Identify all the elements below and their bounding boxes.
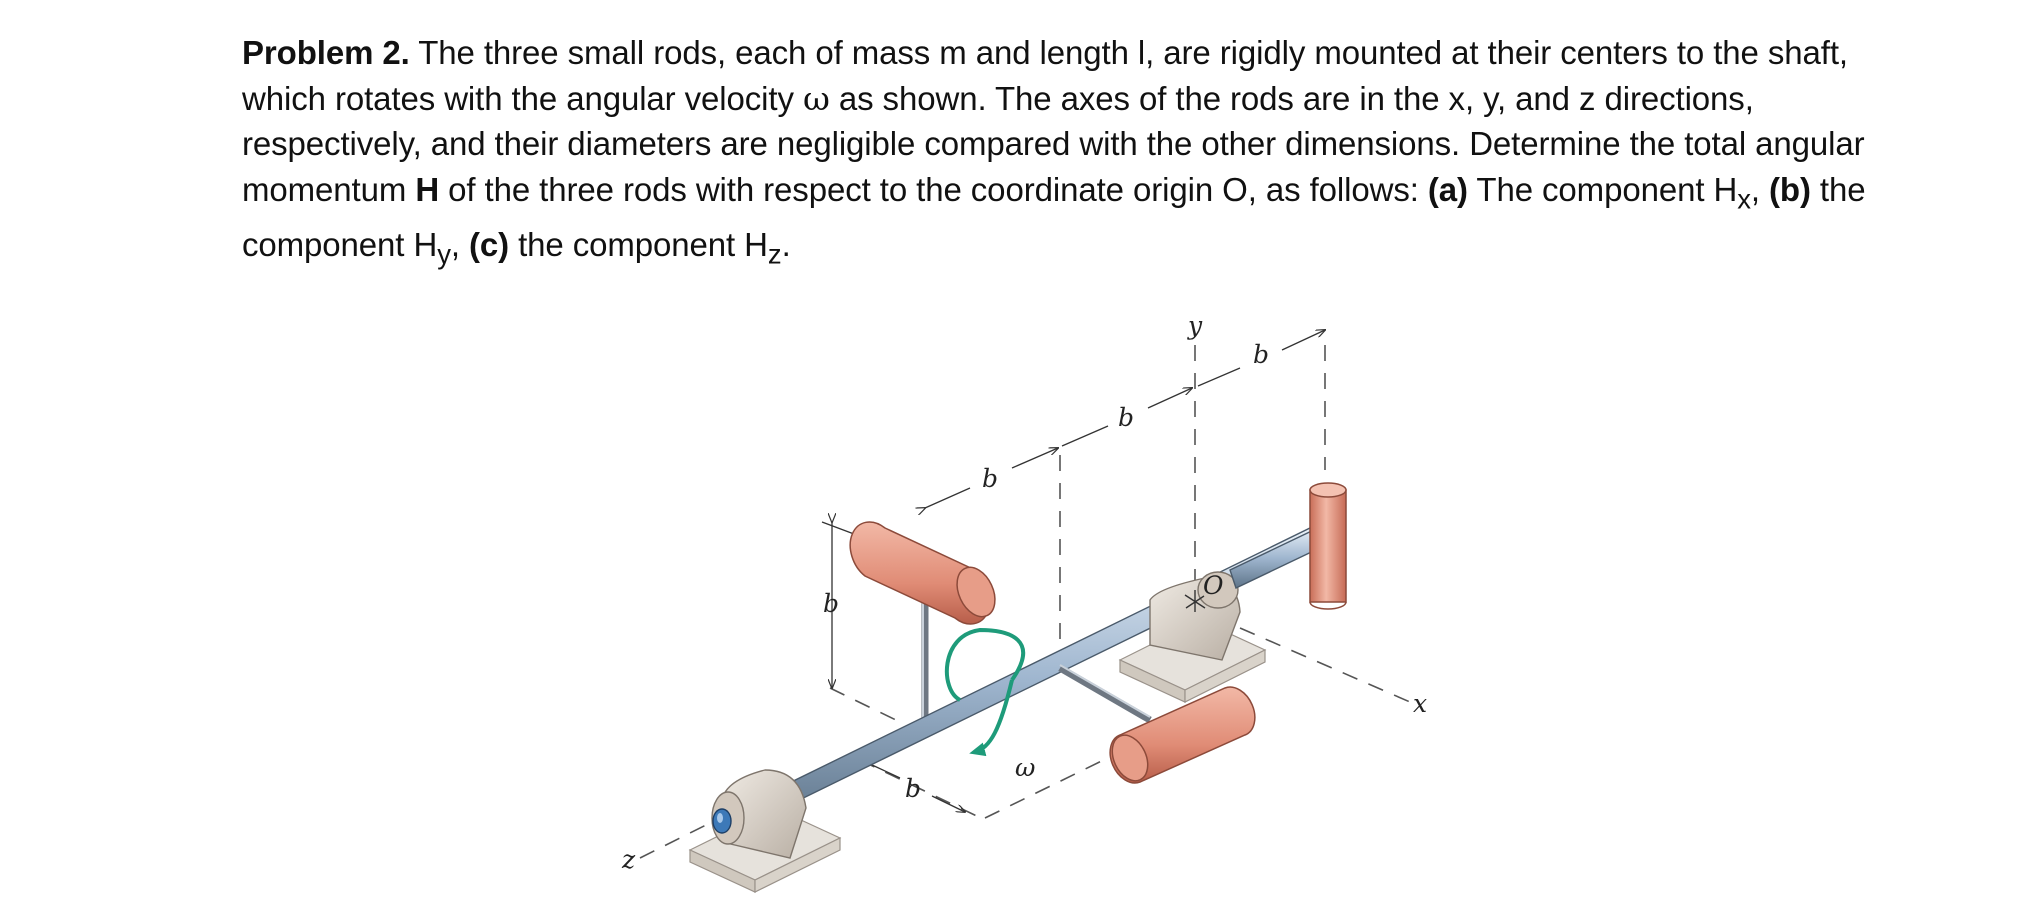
problem-text-part-1: The three small rods, each of mass m and… <box>242 34 1848 117</box>
rod-x-end <box>956 566 996 618</box>
right-bearing <box>1149 571 1241 661</box>
rod-y <box>1309 482 1347 610</box>
rotation-arrow <box>945 627 1026 752</box>
dim-top-2-line <box>1061 425 1109 447</box>
part-b-label: (b) <box>1769 170 1811 208</box>
z-axis-line <box>639 817 721 859</box>
dim-bottom-label: b <box>905 774 921 803</box>
z-axis-label: z <box>621 845 636 874</box>
x-axis-label: x <box>1413 689 1427 718</box>
origin-marker <box>1184 590 1206 612</box>
dim-top-3-line-b <box>1281 330 1325 351</box>
rod-z-support <box>1058 664 1152 724</box>
bottom-left-ref <box>859 759 986 821</box>
problem-text-part-3: of the three rods with respect to the co… <box>439 170 1428 208</box>
dim-top-1-label: b <box>982 464 998 493</box>
part-c-text: the component H <box>509 225 768 263</box>
dim-bottom-line-b <box>931 795 965 812</box>
part-a-subscript: x <box>1737 183 1751 215</box>
dim-top-3-line <box>1197 367 1241 387</box>
left-shaft-cap-hl <box>717 813 723 823</box>
rod-y-body <box>1309 489 1347 603</box>
rod-z-support-hl <box>1059 664 1151 718</box>
right-base-front <box>1184 649 1266 703</box>
rod-x <box>849 521 996 720</box>
angular-momentum-symbol: H <box>415 170 440 208</box>
x-axis-line <box>1239 627 1411 703</box>
part-a-text: The component H <box>1467 170 1738 208</box>
rod-y-top <box>1309 482 1347 498</box>
problem-text-part-2: as shown. The axes of the rods are in th… <box>242 79 1865 208</box>
y-axis-label: y <box>1187 311 1203 340</box>
omega-label: ω <box>1015 753 1035 782</box>
left-base-front <box>754 837 841 893</box>
figure-labels: y x z O ω b b b b b <box>621 311 1427 874</box>
part-b-text: the component H <box>242 170 1866 263</box>
problem-end: . <box>781 225 791 263</box>
left-ref-line <box>829 687 901 723</box>
rod-z-end <box>1111 734 1149 782</box>
dim-vertical-label: b <box>823 589 839 618</box>
dim-top-2-line-b <box>1147 388 1192 409</box>
dim-bottom-line <box>869 763 901 779</box>
part-c-subscript: z <box>767 238 782 270</box>
problem-statement: Problem 2. The three small rods, each of… <box>242 30 1882 277</box>
part-b-subscript: y <box>437 238 451 270</box>
rod-z <box>1058 664 1256 784</box>
right-bearing-face <box>1197 571 1239 609</box>
rod-y-bottom <box>1309 601 1347 610</box>
axis-lines <box>639 345 1411 859</box>
dim-top-1-line-b <box>1011 448 1058 469</box>
dim-top-2-label: b <box>1118 403 1134 432</box>
left-bearing-body <box>721 769 807 859</box>
problem-heading: Problem 2. <box>242 34 410 71</box>
left-bearing <box>711 769 807 859</box>
omega-symbol: ω <box>802 78 830 118</box>
bottom-ref-line <box>984 751 1121 819</box>
separator-2: , <box>450 225 469 263</box>
dim-top-3-label: b <box>1253 340 1269 369</box>
part-a-label: (a) <box>1427 170 1468 208</box>
origin-label: O <box>1203 571 1224 600</box>
separator-1: , <box>1750 170 1769 208</box>
dim-top-1-line <box>925 487 971 508</box>
part-c-label: (c) <box>468 225 510 263</box>
